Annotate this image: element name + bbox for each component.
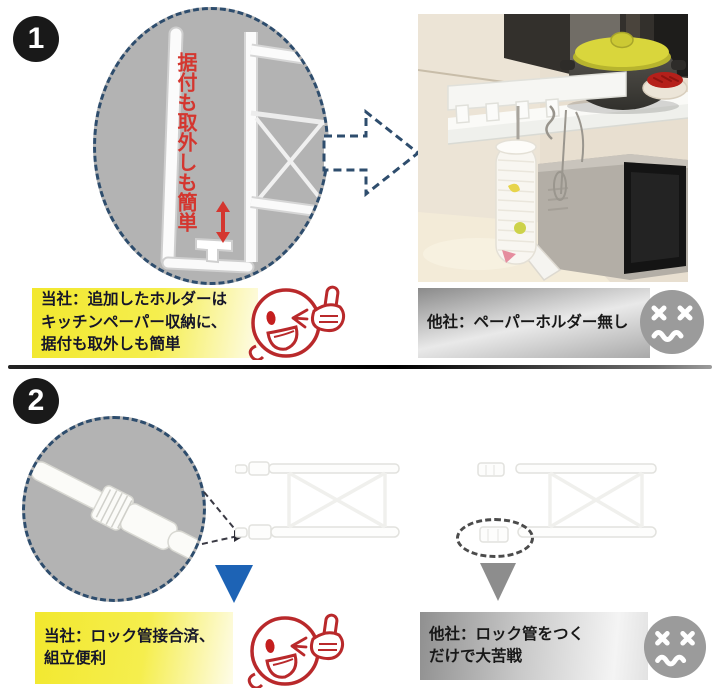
theirs-callout-1-line-1: 他社：ペーパーホルダー無し (427, 313, 629, 331)
theirs-callout-2-line-2: だけで大苦戦 (429, 648, 523, 665)
happy-face-icon (247, 613, 345, 688)
ours-callout-1: 当社：追加したホルダーは キッチンペーパー収納に、 据付も取外しも簡単 (32, 288, 258, 358)
loose-part-highlight-ellipse (456, 518, 534, 558)
ours-callout-2-line-2: 組立便利 (44, 650, 107, 667)
section-2-number-badge: 2 (13, 378, 59, 424)
ours-rack-illustration (235, 461, 400, 540)
zoom-circle-holder-detail: 据付も取外しも簡単 (93, 7, 329, 285)
gray-down-triangle-icon (480, 563, 516, 601)
ours-callout-1-line-2: キッチンペーパー収納に、 (41, 313, 227, 331)
ours-callout-2-line-1: 当社：ロック管接合済、 (44, 627, 215, 645)
up-down-arrow-icon (216, 201, 230, 243)
theirs-callout-2: 他社：ロック管をつく だけで大苦戦 (420, 612, 648, 680)
section-divider (8, 365, 712, 369)
blue-down-triangle-icon (215, 565, 253, 603)
ours-callout-1-line-3: 据付も取外しも簡単 (41, 336, 181, 354)
happy-face-icon (248, 285, 346, 360)
lock-tube-illustration (30, 461, 203, 562)
sad-face-icon (643, 615, 707, 679)
zoom-circle-lock-tube (22, 416, 206, 602)
zoom-callout-vertical-label: 据付も取外しも簡単 (174, 52, 196, 232)
theirs-callout-2-line-1: 他社：ロック管をつく (429, 625, 585, 643)
product-photo-microwave-rack (418, 14, 688, 282)
sad-face-icon (640, 290, 704, 354)
dashed-right-block-arrow-icon (322, 108, 421, 198)
theirs-callout-1: 他社：ペーパーホルダー無し (418, 288, 650, 358)
section-1-number-badge: 1 (13, 16, 59, 62)
ours-callout-1-line-1: 当社：追加したホルダーは (41, 291, 228, 309)
holder-rack-illustration (160, 26, 326, 274)
ours-callout-2: 当社：ロック管接合済、 組立便利 (35, 612, 233, 684)
